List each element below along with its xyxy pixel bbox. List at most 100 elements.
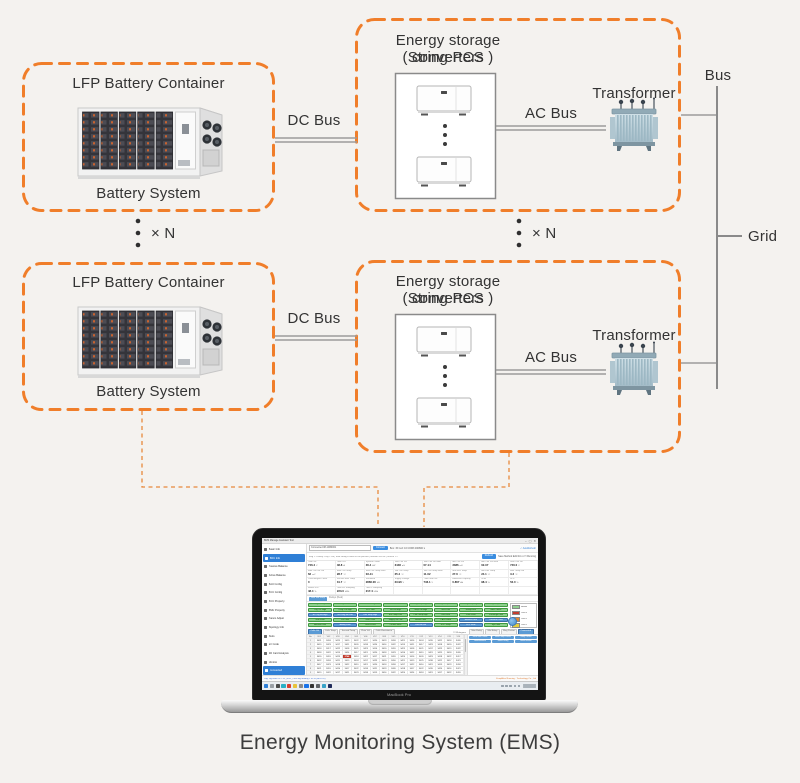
table-value-cell[interactable]: 3418 <box>398 667 408 672</box>
table-value-cell[interactable]: 3417 <box>454 654 464 660</box>
table-value-cell[interactable]: 3416 <box>444 667 455 672</box>
alarm-button[interactable]: SOC Low <box>358 607 383 612</box>
table-value-cell[interactable]: 3424 <box>315 646 325 651</box>
table-value-cell[interactable]: 3417 <box>398 663 408 668</box>
auto-refresh-checkbox[interactable]: ✓ AutoRefresh <box>520 546 536 550</box>
table-value-cell[interactable]: 3421 <box>398 659 408 664</box>
table-value-cell[interactable]: 3422 <box>361 654 371 660</box>
alarm-button[interactable]: Precharge Fault <box>483 612 508 618</box>
table-value-cell[interactable]: 3419 <box>426 667 436 672</box>
table-value-cell[interactable]: 3423 <box>333 654 343 660</box>
alarm-button[interactable]: CAN Offline <box>433 618 458 623</box>
table-tab-0[interactable]: Cells Vol <box>308 628 322 634</box>
table-value-cell[interactable]: 3420 <box>379 659 390 664</box>
packet-button[interactable]: Read Config <box>491 639 515 644</box>
table-value-cell[interactable]: 3418 <box>444 650 455 655</box>
table-value-cell[interactable]: 3417 <box>444 659 455 664</box>
whitegone-checkbox[interactable]: ☐ Whitegone <box>452 631 466 634</box>
table-value-cell[interactable]: 3416 <box>389 659 399 664</box>
alarm-button[interactable]: Contactor Fault <box>483 618 508 623</box>
table-value-cell[interactable]: 3418 <box>342 646 353 651</box>
table-value-cell[interactable]: 3416 <box>379 642 390 647</box>
taskbar-app-icon[interactable] <box>269 683 274 689</box>
table-value-cell[interactable]: 3421 <box>426 671 436 675</box>
table-value-cell[interactable]: 3421 <box>426 663 436 668</box>
table-value-cell[interactable]: 3420 <box>417 654 427 660</box>
table-value-cell[interactable]: 3419 <box>342 638 353 643</box>
table-value-cell[interactable]: 3423 <box>361 646 371 651</box>
table-value-cell[interactable]: 3422 <box>454 646 464 651</box>
table-value-cell[interactable]: 3419 <box>407 659 418 664</box>
alarm-button[interactable]: Wire Fault <box>308 618 333 623</box>
alarm-button[interactable]: Fan Fault <box>433 612 458 618</box>
table-value-cell[interactable]: 3425 <box>333 638 343 643</box>
table-value-cell[interactable]: 3422 <box>389 642 399 647</box>
taskbar-app-icon[interactable] <box>287 683 292 689</box>
table-value-cell[interactable]: 3419 <box>324 654 334 660</box>
alarm-button[interactable]: Env Temp Low <box>383 612 408 618</box>
table-value-cell[interactable]: 3425 <box>398 646 408 651</box>
table-value-cell[interactable]: 3422 <box>333 646 343 651</box>
table-value-cell[interactable]: 3418 <box>426 659 436 664</box>
table-value-cell[interactable]: 3421 <box>426 650 436 655</box>
table-value-cell[interactable]: 3418 <box>435 654 445 660</box>
sidebar-item-bcu-config[interactable]: BCU Config <box>262 588 306 597</box>
table-value-cell[interactable]: 3417 <box>342 667 353 672</box>
sidebar-item-err-code[interactable]: Err Code <box>262 640 306 649</box>
right-tab-1[interactable]: Min Relay <box>485 628 500 634</box>
section-tab-active[interactable]: Cell Vol/Temp <box>309 596 328 601</box>
table-value-cell[interactable]: 3416 <box>417 663 427 668</box>
table-value-cell[interactable]: 3418 <box>361 642 371 647</box>
taskbar-app-icon[interactable] <box>275 683 280 689</box>
table-value-cell[interactable]: 3418 <box>444 638 455 643</box>
alarm-button[interactable]: HV Fault <box>333 618 358 623</box>
table-value-cell[interactable]: 3422 <box>315 659 325 664</box>
table-value-cell[interactable]: 3422 <box>417 667 427 672</box>
table-value-cell[interactable]: 3421 <box>342 671 353 675</box>
table-value-cell[interactable]: 3421 <box>379 654 390 660</box>
sidebar-item-bcu-property[interactable]: BCU Property <box>262 597 306 606</box>
alarm-button[interactable]: Dchg Temp Low <box>483 602 508 607</box>
table-value-cell[interactable]: 3417 <box>352 650 362 655</box>
taskbar-clock[interactable] <box>523 684 536 688</box>
table-value-cell[interactable]: 3421 <box>333 659 343 664</box>
table-value-cell[interactable]: 3416 <box>407 654 418 660</box>
table-value-cell[interactable]: 3423 <box>324 642 334 647</box>
taskbar-app-icon[interactable] <box>304 683 309 689</box>
table-value-cell[interactable]: 3420 <box>315 654 325 660</box>
table-value-cell[interactable]: 3421 <box>407 642 418 647</box>
tray-icon[interactable] <box>513 684 517 688</box>
table-value-cell[interactable]: 3422 <box>407 650 418 655</box>
table-value-cell[interactable]: 3422 <box>352 667 362 672</box>
alarm-button[interactable]: Level3 Fault <box>358 623 383 628</box>
alarm-button[interactable]: Cell Vol Low <box>383 602 408 607</box>
alarm-button[interactable]: Aerosol Fault <box>308 623 333 628</box>
table-value-cell[interactable]: 3421 <box>315 667 325 672</box>
table-value-cell[interactable]: 3423 <box>379 638 390 643</box>
table-value-cell[interactable]: 3416 <box>379 671 390 675</box>
table-value-cell[interactable]: 3419 <box>389 654 399 660</box>
right-tab-0[interactable]: Max Relay <box>469 628 485 634</box>
table-value-cell[interactable]: 3418 <box>389 638 399 643</box>
table-value-cell[interactable]: 3421 <box>454 667 464 672</box>
table-value-cell[interactable]: 3421 <box>352 646 362 651</box>
table-value-cell[interactable]: 3424 <box>370 642 380 647</box>
table-value-cell[interactable]: 3417 <box>407 667 418 672</box>
taskbar-app-icon[interactable] <box>316 683 321 689</box>
sidebar-item-tools[interactable]: Tools <box>262 632 306 641</box>
table-value-cell[interactable]: 3417 <box>426 646 436 651</box>
table-value-cell[interactable]: 3420 <box>389 667 399 672</box>
alarm-button[interactable]: Insul Low <box>433 607 458 612</box>
table-value-cell[interactable]: 3419 <box>389 646 399 651</box>
table-tab-2[interactable]: Second Temp <box>339 628 358 634</box>
alarm-button[interactable]: Airway Fault <box>333 623 358 628</box>
table-value-cell[interactable]: 3420 <box>454 638 464 643</box>
table-value-cell[interactable]: 3423 <box>426 642 436 647</box>
window-control-icon[interactable]: ▢ <box>528 538 532 543</box>
table-value-cell[interactable]: 3419 <box>324 667 334 672</box>
alarm-button[interactable]: Fuse Fault <box>458 612 483 618</box>
sidebar-item-sd-card-analysis[interactable]: SD Card Analysis <box>262 649 306 658</box>
device-field[interactable]: Connected 08-14B0001 <box>309 544 371 552</box>
table-value-cell[interactable]: 3422 <box>454 642 464 647</box>
table-value-cell[interactable]: 3418 <box>352 654 362 660</box>
